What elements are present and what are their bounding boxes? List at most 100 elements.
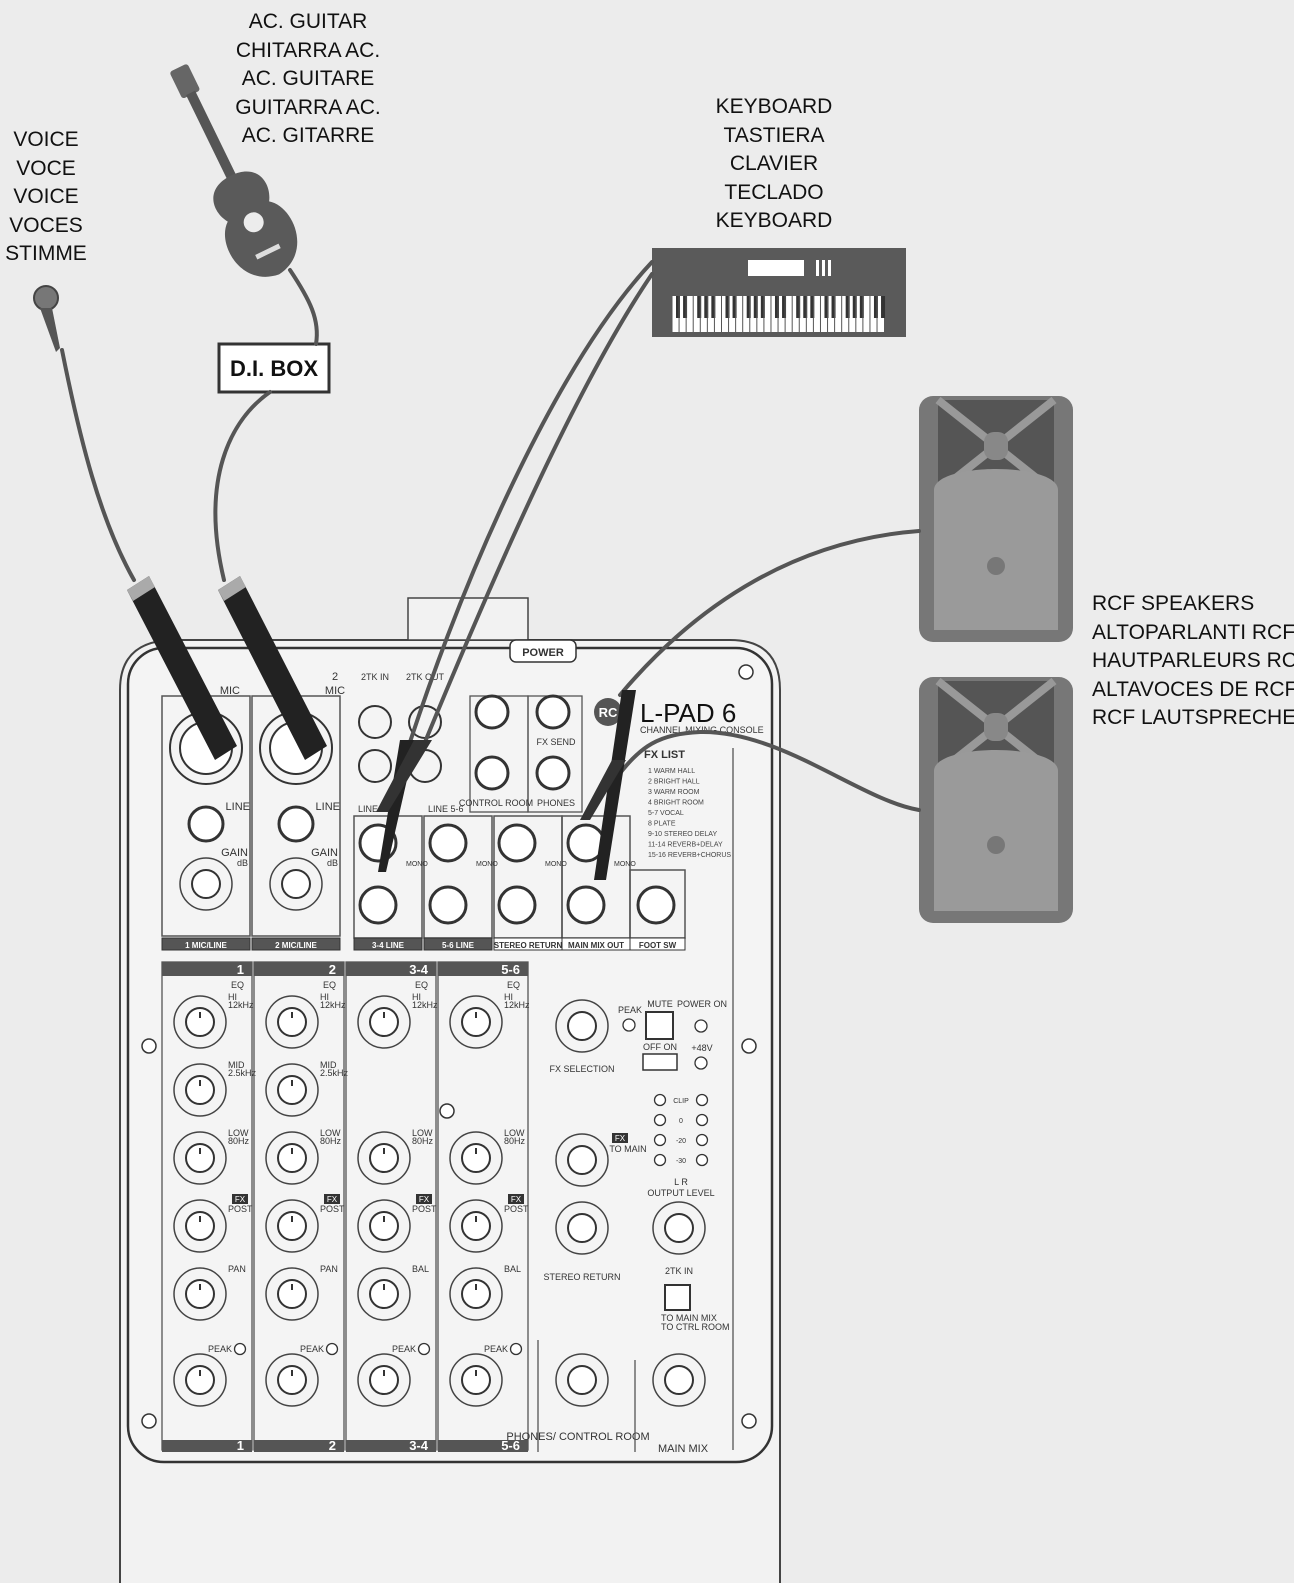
- fx-peak-led: [622, 1018, 636, 1032]
- line1-jack[interactable]: [187, 805, 225, 843]
- line5r-jack[interactable]: [428, 885, 468, 925]
- hi-eq-knob[interactable]: [173, 995, 227, 1049]
- gain2-knob[interactable]: [269, 857, 323, 911]
- hi-eq-knob[interactable]: [449, 995, 503, 1049]
- svg-text:TECLADO: TECLADO: [724, 181, 823, 204]
- mid-eq-knob[interactable]: [265, 1063, 319, 1117]
- meter-label: 0: [679, 1118, 683, 1125]
- meter-led-r: [695, 1113, 709, 1127]
- svg-text:VOCES: VOCES: [9, 214, 83, 237]
- svg-text:AC. GUITAR: AC. GUITAR: [249, 10, 368, 33]
- svg-text:MIC: MIC: [220, 685, 240, 697]
- level-knob[interactable]: [265, 1353, 319, 1407]
- pan-knob[interactable]: [173, 1267, 227, 1321]
- knob-label: BAL: [412, 1264, 429, 1274]
- mid-eq-knob[interactable]: [173, 1063, 227, 1117]
- master-section: FX SELECTION PEAK MUTE POWER ON OFF ON +…: [506, 748, 734, 1455]
- svg-text:ALTOPARLANTI RCF: ALTOPARLANTI RCF: [1092, 621, 1294, 644]
- control-room-l-jack[interactable]: [474, 694, 510, 730]
- mute-button[interactable]: [645, 1011, 674, 1040]
- gain1-knob[interactable]: [179, 857, 233, 911]
- knob-sublabel: 12kHz: [504, 1000, 530, 1010]
- svg-text:PHONES/ CONTROL ROOM: PHONES/ CONTROL ROOM: [506, 1431, 649, 1443]
- fx-list-item: 3 WARM ROOM: [648, 789, 700, 796]
- stereo-return-l-jack[interactable]: [497, 823, 537, 863]
- eq-label: EQ: [231, 980, 244, 990]
- hi-eq-knob[interactable]: [357, 995, 411, 1049]
- meter-led-l: [653, 1113, 667, 1127]
- knob-label: LOW: [412, 1128, 433, 1138]
- fx-selection-knob[interactable]: [555, 999, 609, 1053]
- fx-list-item: 1 WARM HALL: [648, 768, 695, 775]
- line5l-jack[interactable]: [428, 823, 468, 863]
- svg-text:TASTIERA: TASTIERA: [723, 124, 824, 147]
- tk-in-button[interactable]: [664, 1284, 691, 1311]
- stereo-return-r-jack[interactable]: [497, 885, 537, 925]
- svg-text:TO MAIN: TO MAIN: [609, 1144, 646, 1154]
- stereo-return-knob[interactable]: [555, 1201, 609, 1255]
- main-mix-r-jack[interactable]: [566, 885, 606, 925]
- line2-jack[interactable]: [277, 805, 315, 843]
- svg-text:VOICE: VOICE: [13, 128, 78, 151]
- rca-2tk-in-r[interactable]: [358, 749, 392, 783]
- balance-knob[interactable]: [449, 1267, 503, 1321]
- fx-to-main-knob[interactable]: [555, 1133, 609, 1187]
- mono-label: MONO: [406, 861, 428, 868]
- knob-label: MID: [320, 1060, 337, 1070]
- knob-sublabel: 2.5kHz: [320, 1068, 349, 1078]
- knob-label: PAN: [320, 1264, 338, 1274]
- peak-led: [417, 1342, 431, 1356]
- low-eq-knob[interactable]: [357, 1131, 411, 1185]
- svg-text:L R: L R: [674, 1177, 688, 1187]
- rca-2tk-in-l[interactable]: [358, 705, 392, 739]
- knob-sublabel: POST: [320, 1204, 345, 1214]
- phones-control-room-knob[interactable]: [555, 1353, 609, 1407]
- fx-send-knob[interactable]: [173, 1199, 227, 1253]
- meter-led-r: [695, 1153, 709, 1167]
- svg-text:D.I. BOX: D.I. BOX: [230, 356, 318, 381]
- svg-text:+48V: +48V: [691, 1043, 712, 1053]
- svg-text:MIC: MIC: [325, 685, 345, 697]
- level-knob[interactable]: [173, 1353, 227, 1407]
- main-mix-knob[interactable]: [652, 1353, 706, 1407]
- hi-eq-knob[interactable]: [265, 995, 319, 1049]
- balance-knob[interactable]: [357, 1267, 411, 1321]
- mono-label: MONO: [476, 861, 498, 868]
- fx-send-knob[interactable]: [357, 1199, 411, 1253]
- foot-switch-jack[interactable]: [636, 885, 676, 925]
- fx-send-jack[interactable]: [535, 694, 571, 730]
- mono-label: MONO: [545, 861, 567, 868]
- output-level-knob[interactable]: [652, 1201, 706, 1255]
- eq-label: EQ: [415, 980, 428, 990]
- level-knob[interactable]: [449, 1353, 503, 1407]
- knob-label: LOW: [504, 1128, 525, 1138]
- svg-text:PEAK: PEAK: [618, 1005, 642, 1015]
- brand-name: L-PAD 6: [640, 698, 736, 728]
- channel-number: 1: [237, 962, 244, 977]
- knob-sublabel: 80Hz: [412, 1136, 434, 1146]
- control-room-r-jack[interactable]: [474, 755, 510, 791]
- fx-send-knob[interactable]: [449, 1199, 503, 1253]
- svg-text:LINE: LINE: [316, 801, 340, 813]
- phantom-switch[interactable]: [642, 1053, 678, 1071]
- level-knob[interactable]: [357, 1353, 411, 1407]
- knob-sublabel: 80Hz: [504, 1136, 526, 1146]
- input-section-label: FOOT SW: [639, 941, 677, 950]
- knob-label: HI: [320, 992, 329, 1002]
- fx-send-knob[interactable]: [265, 1199, 319, 1253]
- low-eq-knob[interactable]: [265, 1131, 319, 1185]
- phones-jack[interactable]: [535, 755, 571, 791]
- pan-knob[interactable]: [265, 1267, 319, 1321]
- svg-text:KEYBOARD: KEYBOARD: [716, 95, 833, 118]
- meter-led-r: [695, 1093, 709, 1107]
- line3r-jack[interactable]: [358, 885, 398, 925]
- svg-text:STIMME: STIMME: [5, 242, 87, 265]
- speaker-top: [919, 396, 1073, 642]
- fx-list-item: 15-16 REVERB+CHORUS: [648, 852, 731, 859]
- knob-label: HI: [412, 992, 421, 1002]
- voice-label: VOICE VOCE VOICE VOCES STIMME: [5, 128, 87, 265]
- low-eq-knob[interactable]: [449, 1131, 503, 1185]
- low-eq-knob[interactable]: [173, 1131, 227, 1185]
- svg-text:VOICE: VOICE: [13, 185, 78, 208]
